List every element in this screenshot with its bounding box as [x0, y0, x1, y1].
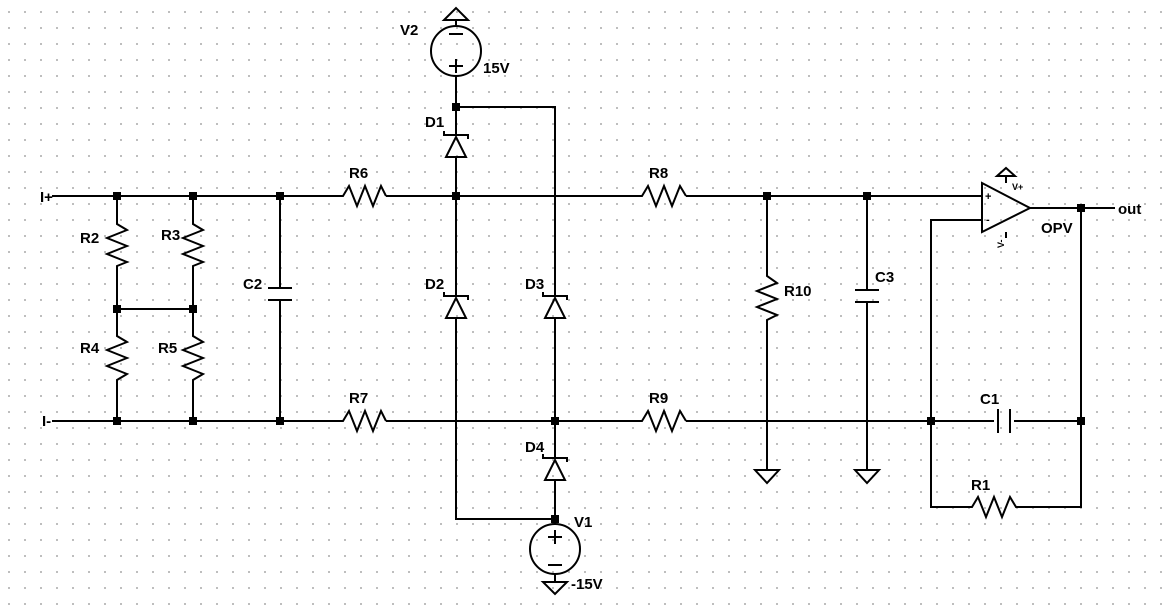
label-v2-value: 15V: [483, 60, 510, 77]
label-d1: D1: [425, 114, 444, 131]
label-d3: D3: [525, 276, 544, 293]
label-r6: R6: [349, 165, 368, 182]
opamp-vplus-pin: V+: [1012, 182, 1023, 192]
label-c1: C1: [980, 391, 999, 408]
wire-d1-d3: [456, 106, 556, 296]
wire-opamp-minus: [930, 219, 982, 508]
junction: [113, 417, 121, 425]
resistor-r7-symbol: [337, 408, 387, 434]
junction: [189, 305, 197, 313]
label-r9: R9: [649, 390, 668, 407]
opamp-minus-pin: -: [986, 214, 990, 226]
label-r8: R8: [649, 165, 668, 182]
resistor-r3-symbol: [180, 218, 206, 272]
junction: [189, 192, 197, 200]
resistors: [104, 183, 1024, 520]
label-r3: R3: [161, 227, 180, 244]
junction: [763, 192, 771, 200]
v2-ground-symbol: [441, 6, 471, 21]
diode-d1-symbol: [443, 131, 469, 158]
junction: [927, 417, 935, 425]
grounds: [752, 469, 882, 485]
capacitors: [268, 287, 1011, 433]
opamp-plus-pin: +: [985, 191, 991, 203]
junction: [113, 305, 121, 313]
resistor-r10-symbol: [754, 270, 780, 325]
port-in-plus-label: I+: [40, 189, 53, 206]
voltage-source-v2-symbol: [430, 6, 482, 77]
label-v1-value: -15V: [571, 576, 603, 593]
diode-d2-symbol: [443, 292, 469, 319]
capacitor-c2-symbol: [268, 287, 292, 301]
junction: [113, 192, 121, 200]
diodes: [443, 131, 568, 481]
port-in-minus-label: I-: [42, 413, 51, 430]
label-r5: R5: [158, 340, 177, 357]
junction: [551, 515, 559, 523]
label-r1: R1: [971, 477, 990, 494]
label-c2: C2: [243, 276, 262, 293]
junction: [189, 417, 197, 425]
opamp-vplus-triangle: [994, 166, 1018, 177]
v1-ground-symbol: [540, 581, 570, 596]
voltage-sources: [430, 6, 581, 596]
diode-d4-symbol: [542, 454, 568, 481]
resistor-r1-symbol: [966, 494, 1024, 520]
wire-d2-v1: [455, 318, 555, 520]
junction: [276, 417, 284, 425]
resistor-r2-symbol: [104, 218, 130, 272]
label-r4: R4: [80, 340, 100, 357]
junction: [863, 192, 871, 200]
voltage-source-v1-symbol: [529, 523, 581, 596]
junction: [452, 192, 460, 200]
label-r10: R10: [784, 283, 812, 300]
wires: [52, 76, 1115, 524]
port-out-label: out: [1118, 201, 1141, 218]
wire-r1-right: [1024, 208, 1082, 508]
label-d4: D4: [525, 439, 545, 456]
label-v1: V1: [574, 514, 592, 531]
label-c3: C3: [875, 269, 894, 286]
ground-c3-symbol: [852, 469, 882, 485]
junction: [551, 417, 559, 425]
label-opv: OPV: [1041, 220, 1073, 237]
capacitor-c1-symbol: [997, 409, 1011, 433]
resistor-r9-symbol: [636, 408, 687, 434]
junction: [276, 192, 284, 200]
resistor-r4-symbol: [104, 330, 130, 390]
opamp-vminus-pin: V-: [996, 239, 1006, 248]
labels: I+ I- out R2 R3 R4 R5 C2 R6 R7 R8 R9 R10…: [40, 22, 1141, 593]
resistor-r8-symbol: [636, 183, 687, 209]
label-r7: R7: [349, 390, 368, 407]
junctions: [113, 103, 1085, 523]
label-d2: D2: [425, 276, 444, 293]
junction: [1077, 204, 1085, 212]
junction: [1077, 417, 1085, 425]
label-r2: R2: [80, 230, 99, 247]
ground-r10-symbol: [752, 469, 782, 485]
diode-d3-symbol: [542, 292, 568, 319]
resistor-r5-symbol: [180, 330, 206, 390]
label-v2: V2: [400, 22, 418, 39]
junction: [452, 103, 460, 111]
opamp-opv-symbol: [981, 166, 1033, 234]
capacitor-c3-symbol: [855, 289, 879, 303]
resistor-r6-symbol: [337, 183, 387, 209]
